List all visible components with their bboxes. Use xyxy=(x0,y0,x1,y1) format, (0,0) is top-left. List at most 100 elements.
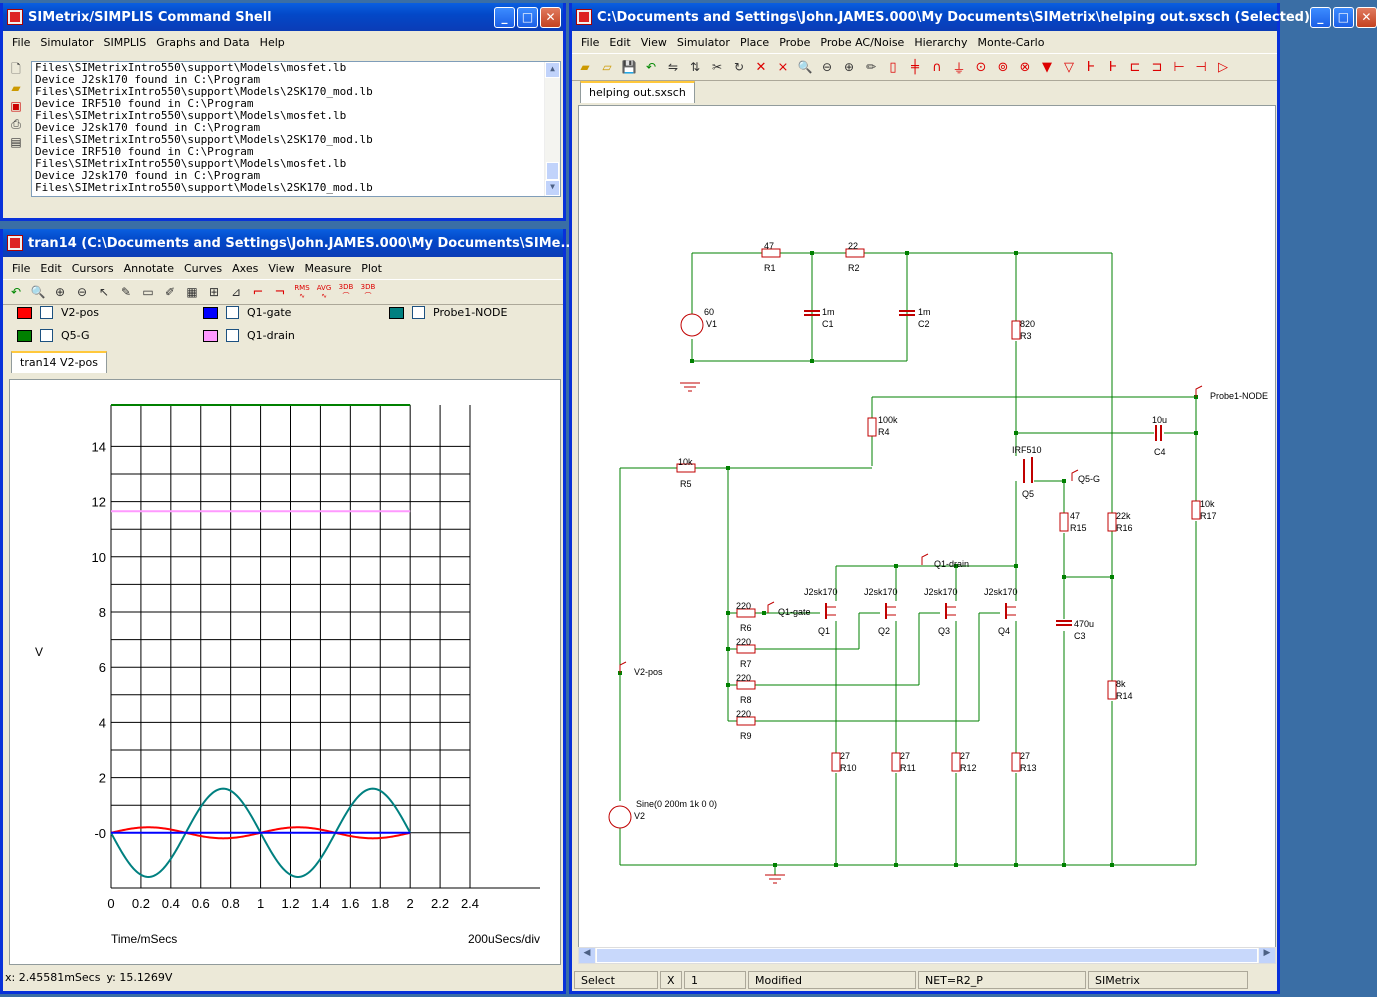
command-log[interactable]: Files\SIMetrixIntro550\support\Models\mo… xyxy=(31,61,561,197)
open-folder-icon[interactable]: ▰ xyxy=(580,60,590,74)
pnp-icon[interactable]: Ⱶ xyxy=(1108,59,1118,75)
legend-checkbox[interactable] xyxy=(226,306,239,319)
avg-icon[interactable]: AVG∿ xyxy=(316,284,332,300)
inductor-icon[interactable]: ∩ xyxy=(932,59,942,75)
mirror-icon[interactable]: ⇋ xyxy=(667,60,679,74)
menu-plot[interactable]: Plot xyxy=(361,261,382,275)
legend-checkbox[interactable] xyxy=(40,329,53,342)
annotate-icon[interactable]: ✎ xyxy=(120,285,132,299)
undo-icon[interactable]: ↶ xyxy=(10,285,22,299)
current-source-icon[interactable]: ⊚ xyxy=(997,59,1009,75)
scroll-down-arrow[interactable]: ▼ xyxy=(545,180,560,196)
legend-q5-g[interactable]: Q5-G xyxy=(17,329,90,342)
zoom-in-icon[interactable]: ⊕ xyxy=(843,60,855,74)
menu-annotate[interactable]: Annotate xyxy=(123,261,174,275)
3db-high-icon[interactable]: 3DB⌒ xyxy=(338,283,354,300)
pmos-icon[interactable]: ⊐ xyxy=(1151,59,1163,75)
npn-icon[interactable]: Ⱶ xyxy=(1086,59,1096,75)
flip-icon[interactable]: ⇅ xyxy=(689,60,701,74)
graph-titlebar[interactable]: tran14 (C:\Documents and Settings\John.J… xyxy=(3,229,643,257)
fall-time-icon[interactable]: ¬ xyxy=(274,284,286,300)
menu-axes[interactable]: Axes xyxy=(232,261,259,275)
wire-pencil-icon[interactable]: ✏ xyxy=(865,60,877,74)
minimize-button[interactable]: _ xyxy=(1309,6,1331,28)
scroll-right-arrow[interactable]: ▶ xyxy=(1259,948,1275,963)
njfet-icon[interactable]: ⊢ xyxy=(1173,59,1185,75)
save-icon[interactable]: 💾 xyxy=(621,60,637,74)
command-shell-titlebar[interactable]: SIMetrix/SIMPLIS Command Shell _ □ ✕ xyxy=(3,3,563,31)
zoom-in-icon[interactable]: ⊕ xyxy=(54,285,66,299)
menu-place[interactable]: Place xyxy=(739,35,770,49)
cut-icon[interactable]: ✂ xyxy=(711,60,723,74)
menu-hierarchy[interactable]: Hierarchy xyxy=(914,35,968,49)
scroll-up-arrow[interactable]: ▲ xyxy=(545,62,560,78)
pjfet-icon[interactable]: ⊣ xyxy=(1195,59,1207,75)
zoom-out-icon[interactable]: ⊖ xyxy=(76,285,88,299)
legend-v2-pos[interactable]: V2-pos xyxy=(17,306,99,319)
ground-icon[interactable]: ⏚ xyxy=(952,61,966,77)
menu-measure[interactable]: Measure xyxy=(304,261,352,275)
horizontal-scrollbar[interactable]: ◀ ▶ xyxy=(578,947,1276,964)
menu-graphs-and-data[interactable]: Graphs and Data xyxy=(156,35,250,49)
new-file-icon[interactable]: 🗋 xyxy=(11,61,21,76)
probe-icon[interactable]: ⊗ xyxy=(1019,59,1031,75)
menu-edit[interactable]: Edit xyxy=(40,261,62,275)
label-icon[interactable]: ▭ xyxy=(142,285,154,299)
menu-probe[interactable]: Probe xyxy=(779,35,811,49)
nmos-icon[interactable]: ⊏ xyxy=(1129,59,1141,75)
menu-monte-carlo[interactable]: Monte-Carlo xyxy=(977,35,1045,49)
scroll-thumb[interactable] xyxy=(546,162,559,180)
legend-probe1-node[interactable]: Probe1-NODE xyxy=(389,306,507,319)
legend-checkbox[interactable] xyxy=(226,329,239,342)
undo-icon[interactable]: ↶ xyxy=(645,60,657,74)
legend-checkbox[interactable] xyxy=(412,306,425,319)
legend-q1-gate[interactable]: Q1-gate xyxy=(203,306,291,319)
open-new-icon[interactable]: ▱ xyxy=(602,60,612,74)
zoom-full-icon[interactable]: 🔍 xyxy=(30,285,46,299)
resistor-icon[interactable]: ▯ xyxy=(889,59,897,75)
menu-cursors[interactable]: Cursors xyxy=(71,261,114,275)
menu-simplis[interactable]: SIMPLIS xyxy=(103,35,147,49)
log-scrollbar[interactable]: ▲ ▼ xyxy=(544,62,560,196)
menu-curves[interactable]: Curves xyxy=(183,261,223,275)
menu-simulator[interactable]: Simulator xyxy=(40,35,94,49)
properties-icon[interactable]: ▤ xyxy=(10,135,22,149)
grid-icon[interactable]: ▦ xyxy=(186,285,198,299)
diode-icon[interactable]: ▼ xyxy=(1042,59,1052,75)
delete-all-icon[interactable]: ⨯ xyxy=(777,59,789,75)
3db-low-icon[interactable]: 3DB⌒ xyxy=(360,283,376,300)
rms-icon[interactable]: RMS∿ xyxy=(294,284,310,300)
voltage-source-icon[interactable]: ⊙ xyxy=(975,59,987,75)
open-folder-icon[interactable]: ▰ xyxy=(11,81,21,95)
opamp-icon[interactable]: ▷ xyxy=(1218,59,1228,75)
delete-wire-icon[interactable]: ✕ xyxy=(755,59,767,75)
rotate-icon[interactable]: ↻ xyxy=(733,60,745,74)
axis-icon[interactable]: ⊞ xyxy=(208,285,220,299)
menu-probe-ac-noise[interactable]: Probe AC/Noise xyxy=(820,35,905,49)
scroll-thumb[interactable] xyxy=(596,948,1258,963)
curve-edit-icon[interactable]: ✐ xyxy=(164,285,176,299)
graph-tab[interactable]: tran14 V2-pos xyxy=(11,351,107,373)
close-button[interactable]: ✕ xyxy=(1355,6,1377,28)
scroll-left-arrow[interactable]: ◀ xyxy=(579,948,595,963)
cursor-icon[interactable]: ↖ xyxy=(98,285,110,299)
menu-help[interactable]: Help xyxy=(259,35,285,49)
legend-checkbox[interactable] xyxy=(40,306,53,319)
menu-file[interactable]: File xyxy=(12,261,31,275)
zoom-fit-icon[interactable]: 🔍 xyxy=(797,60,813,74)
menu-file[interactable]: File xyxy=(581,35,600,49)
schematic-tab[interactable]: helping out.sxsch xyxy=(580,81,695,103)
fit-icon[interactable]: ⊿ xyxy=(230,285,242,299)
print-icon[interactable]: ⎙ xyxy=(11,116,21,131)
rise-time-icon[interactable]: ⌐ xyxy=(252,284,264,300)
minimize-button[interactable]: _ xyxy=(494,6,515,28)
menu-file[interactable]: File xyxy=(12,35,31,49)
maximize-button[interactable]: □ xyxy=(1332,6,1354,28)
zener-icon[interactable]: ▽ xyxy=(1064,59,1074,75)
maximize-button[interactable]: □ xyxy=(517,6,538,28)
zoom-out-icon[interactable]: ⊖ xyxy=(821,60,833,74)
legend-q1-drain[interactable]: Q1-drain xyxy=(203,329,295,342)
menu-view[interactable]: View xyxy=(268,261,295,275)
